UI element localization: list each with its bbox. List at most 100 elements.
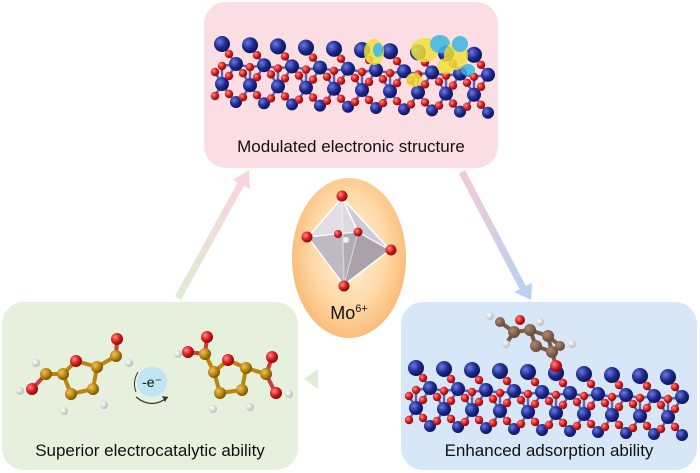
- o-atom: [614, 420, 624, 430]
- arrow-head-left: [304, 369, 318, 389]
- o-atom: [322, 72, 332, 82]
- o-atom: [600, 422, 610, 432]
- mo-atom: [563, 386, 577, 400]
- mo-octahedron: [301, 190, 397, 292]
- label-modulated-electronic-structure: Modulated electronic structure: [237, 137, 465, 156]
- o-atom: [411, 385, 421, 395]
- mo-atom: [675, 390, 689, 404]
- o-atom: [460, 417, 470, 427]
- mo-ion-charge: 6+: [355, 303, 368, 315]
- mo-atom: [299, 80, 313, 95]
- mo-atom: [604, 367, 620, 383]
- mo-atom: [592, 426, 604, 438]
- mo-atom: [633, 409, 647, 423]
- o-atom: [530, 399, 540, 409]
- mo-oxide-lattice-right: [404, 360, 689, 441]
- o-atom: [502, 416, 512, 426]
- o-atom: [350, 97, 360, 107]
- o-atom: [635, 393, 645, 403]
- arrow-head-right: [514, 283, 532, 300]
- o-atom: [406, 100, 416, 109]
- mo-atom: [408, 360, 424, 376]
- mo-atom: [464, 362, 480, 378]
- mo-atom: [466, 46, 482, 63]
- mo-atom: [313, 60, 327, 75]
- o-atom: [579, 391, 589, 401]
- mo-atom: [577, 407, 591, 421]
- o-atom: [252, 51, 262, 60]
- mo-atom: [436, 361, 452, 377]
- mo-atom: [215, 77, 229, 91]
- mo-atom: [661, 410, 675, 424]
- mo-atom: [424, 420, 436, 432]
- o-atom: [474, 375, 484, 385]
- o-atom: [210, 67, 220, 77]
- o-atom: [656, 400, 666, 410]
- mo-atom: [676, 429, 688, 441]
- o-atom: [378, 75, 388, 84]
- o-atom: [446, 396, 456, 406]
- o-atom: [544, 420, 554, 430]
- mo-atom: [452, 421, 464, 433]
- o-atom: [642, 421, 652, 431]
- o-atom: [670, 422, 680, 432]
- o-atom: [336, 76, 346, 86]
- o-atom: [336, 54, 346, 63]
- mo-atom: [230, 96, 242, 108]
- mo-atom: [536, 424, 548, 436]
- reactant-molecule: [16, 333, 133, 415]
- mo-atom: [492, 363, 508, 379]
- o-atom: [614, 402, 624, 412]
- mo-atom: [355, 83, 369, 97]
- o-atom: [432, 416, 442, 426]
- o-atom: [404, 415, 414, 425]
- o-atom: [656, 424, 666, 434]
- o-atom: [476, 100, 486, 110]
- o-atom: [586, 401, 596, 411]
- o-atom: [572, 397, 582, 407]
- o-atom: [392, 79, 402, 88]
- mo-atom: [327, 81, 341, 96]
- mo-atom: [286, 98, 298, 111]
- o-atom: [418, 373, 428, 383]
- o-atom: [474, 415, 484, 425]
- o-atom: [432, 392, 442, 402]
- adsorbed-molecule: [486, 312, 576, 372]
- mo-atom: [520, 364, 536, 380]
- o-atom: [530, 377, 540, 387]
- o-atom: [434, 101, 444, 110]
- o-atom: [224, 49, 234, 59]
- mo-atom: [426, 104, 438, 117]
- o-atom: [467, 387, 477, 397]
- o-atom: [294, 95, 304, 104]
- o-atom: [224, 71, 234, 81]
- mo-atom: [535, 385, 549, 399]
- o-atom: [558, 400, 568, 410]
- mo-atom: [521, 405, 535, 419]
- o-atom: [523, 389, 533, 399]
- o-atom: [600, 398, 610, 408]
- arrow-head-up: [233, 170, 250, 189]
- o-atom: [245, 62, 255, 72]
- o-atom: [462, 78, 472, 88]
- mo-atom: [591, 387, 605, 401]
- o-atom: [322, 96, 332, 106]
- o-atom: [474, 397, 484, 407]
- o-atom: [336, 94, 346, 104]
- mo-atom: [270, 38, 286, 55]
- mo-atom: [411, 85, 425, 100]
- o-atom: [502, 376, 512, 386]
- mo-atom: [229, 57, 243, 71]
- mo-ion-label: Mo6+: [292, 303, 406, 324]
- o-atom: [350, 73, 360, 83]
- o-atom: [280, 74, 290, 83]
- charge-density-lobes: [364, 35, 475, 87]
- mo-atom: [257, 58, 271, 73]
- mo-atom: [479, 383, 493, 397]
- mo-atom: [341, 61, 355, 76]
- electron-transfer-badge: [133, 367, 169, 405]
- o-atom: [476, 82, 486, 92]
- mo-atom: [397, 64, 411, 79]
- o-atom: [280, 92, 290, 101]
